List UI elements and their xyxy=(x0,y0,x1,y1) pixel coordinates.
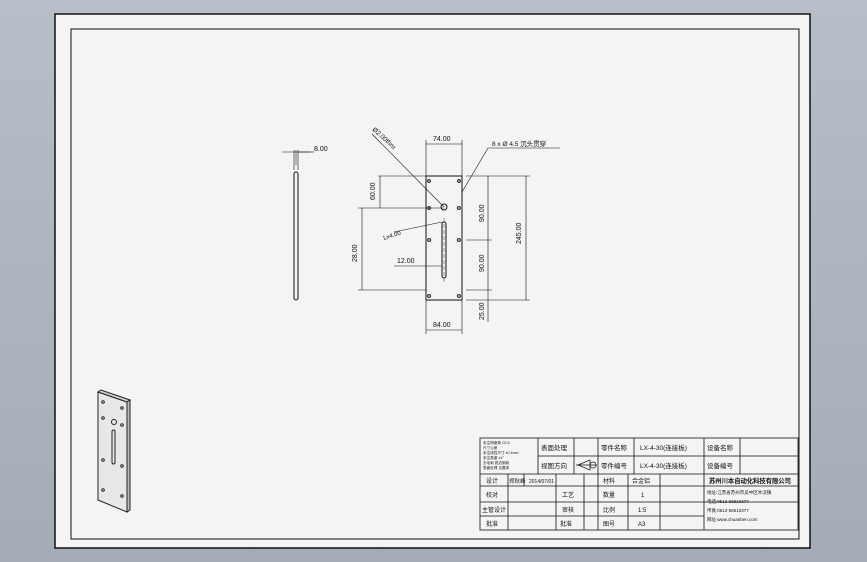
material-value: 合金铝 xyxy=(632,477,650,485)
material-name-value: LX-4-30(连接板) xyxy=(640,443,687,452)
part-no-value: LX-4-30(连接板) xyxy=(640,461,687,470)
part-no-label: 零件编号 xyxy=(601,461,628,470)
dim-note: 8 x Ø 4.5 沉头贯穿 xyxy=(492,139,546,148)
dim-total-height: 245.00 xyxy=(516,222,523,244)
note-line: 未注明倒角 C0.5 xyxy=(483,440,510,445)
equip-no-label: 设备编号 xyxy=(707,461,734,470)
material-name-label: 零件名称 xyxy=(601,443,628,452)
note-line: 尺寸公差 xyxy=(483,445,498,450)
dimension-lines xyxy=(358,133,560,334)
dim-top-width: 74.00 xyxy=(433,136,451,143)
qty-label: 数量 xyxy=(603,491,615,499)
review-label: 审核 xyxy=(562,506,574,514)
approve-label: 批准 xyxy=(486,520,498,528)
inner-frame xyxy=(70,28,800,540)
design-value: 郑秋峰 xyxy=(509,477,526,485)
note-line: 未注线性尺寸 ±0.1mm xyxy=(483,450,519,455)
qty-value: 1 xyxy=(641,493,645,499)
company-web: 网址:www.chuanben.com xyxy=(707,516,758,523)
tech-notes: 未注明倒角 C0.5 尺寸公差 未注线性尺寸 ±0.1mm 未注角度 ±1° 去… xyxy=(483,440,519,470)
projection-symbol-icon xyxy=(576,459,597,471)
company-fax: 传真:0512-66510377 xyxy=(707,507,749,514)
dim-right-upper: 90.00 xyxy=(479,204,486,222)
check-label: 校对 xyxy=(486,491,498,499)
dim-side-thickness: 8.00 xyxy=(314,146,328,153)
sheet-value: A3 xyxy=(638,522,646,528)
note-line: 未注角度 ±1° xyxy=(483,455,504,460)
company-tel: 电话:0512-66510377 xyxy=(707,498,749,505)
dim-right-bottom: 25.00 xyxy=(479,302,486,320)
process-label: 工艺 xyxy=(562,491,574,499)
paper xyxy=(54,13,811,549)
front-view xyxy=(425,175,463,301)
dim-bottom-width: 84.00 xyxy=(433,322,451,329)
company-name: 苏州川本自动化科技有限公司 xyxy=(709,476,791,485)
dim-slot-offset: 12.00 xyxy=(397,258,415,265)
side-view xyxy=(282,150,314,301)
scale-label: 比例 xyxy=(603,506,615,514)
title-block-grid xyxy=(479,437,799,531)
dim-left-upper: 60.00 xyxy=(370,182,377,200)
sheet-label: 图号 xyxy=(603,521,615,528)
material-label: 材料 xyxy=(603,477,615,485)
approve2-label: 批准 xyxy=(560,520,572,528)
design-label: 设计 xyxy=(486,477,498,485)
dim-left-lower: 28.00 xyxy=(352,244,359,262)
chief-label: 主管设计 xyxy=(482,506,506,514)
date-value: 2014/07/01 xyxy=(529,479,554,485)
note-line: 去毛刺 锐边倒钝 xyxy=(483,460,510,465)
scale-value: 1:5 xyxy=(638,508,647,514)
surface-label: 表面处理 xyxy=(541,443,568,452)
equip-name-label: 设备名称 xyxy=(707,443,734,452)
isometric-view xyxy=(96,389,132,513)
company-address: 地址:江苏省苏州市吴中区木渎镇 xyxy=(707,489,772,496)
dim-right-lower: 90.00 xyxy=(479,254,486,272)
view-label: 视图方向 xyxy=(541,461,567,470)
note-line: 表面处理 见要求 xyxy=(483,465,510,470)
dim-slot-width: Lx4.00 xyxy=(383,230,403,241)
